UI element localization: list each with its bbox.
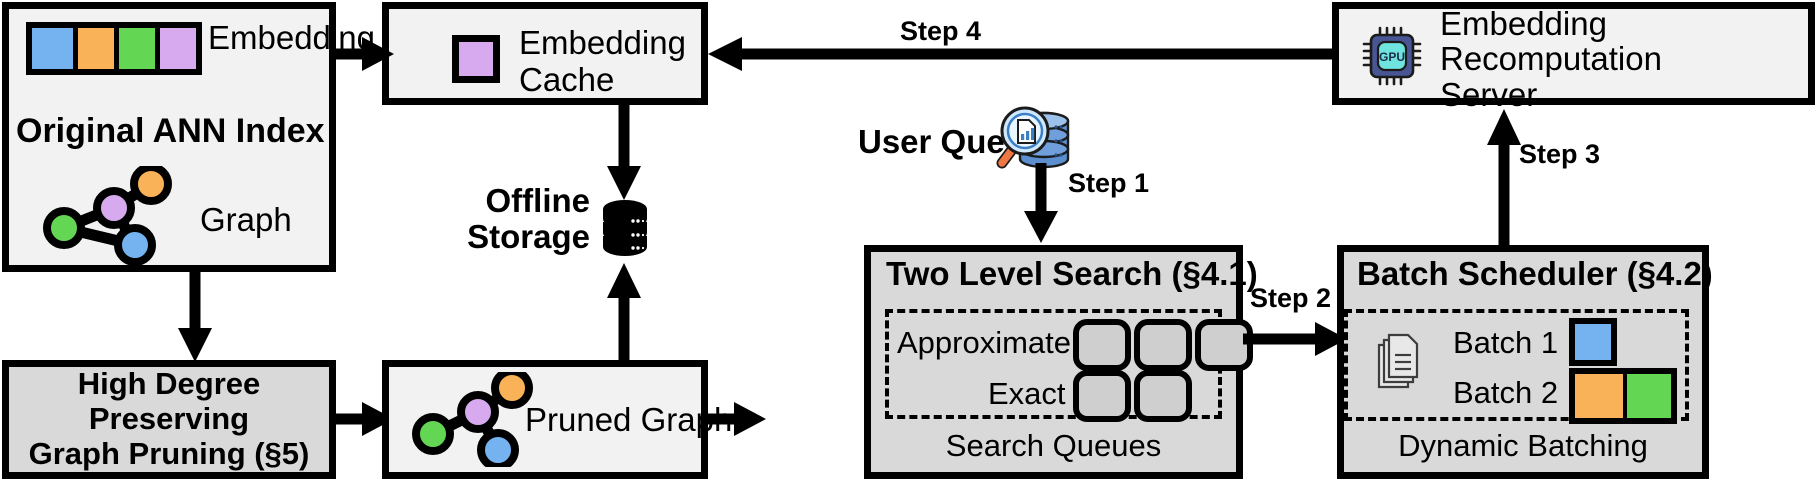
batch-2-swatch-orange: [1575, 374, 1623, 418]
graph-pruning-title: High Degree Preserving Graph Pruning (§5…: [28, 366, 310, 471]
queue-cell: [1195, 319, 1253, 371]
original-graph-icon: [43, 166, 172, 266]
step-2-label: Step 2: [1250, 283, 1332, 313]
approximate-queue-cells: [1073, 319, 1253, 371]
recompute-server-title: Embedding Recomputation Server: [1440, 5, 1662, 113]
arrow-pruning-to-pruned-graph: [334, 402, 394, 436]
embedding-cache-title: Embedding Cache: [519, 24, 686, 98]
gpu-chip-icon: GPU: [1362, 26, 1422, 86]
queue-cell: [1134, 370, 1192, 422]
embedding-cache-swatch-icon: [452, 35, 500, 83]
original-ann-index-title: Original ANN Index: [16, 112, 325, 150]
embedding-cache-box: [382, 2, 708, 105]
batch-2-label: Batch 2: [1453, 375, 1559, 410]
batch-scheduler-title: Batch Scheduler (§4.2): [1357, 255, 1713, 292]
arrow-step1-query-to-search: [1024, 163, 1058, 243]
dynamic-batching-panel: [1344, 309, 1689, 421]
arrow-index-to-cache: [334, 37, 394, 71]
queue-cell: [1073, 319, 1131, 371]
gpu-chip-icon-text: GPU: [1379, 50, 1405, 64]
embedding-swatch-purple: [155, 28, 196, 69]
batch-2-swatches: [1569, 368, 1677, 424]
documents-stack-icon: [1377, 333, 1419, 389]
graph-label: Graph: [200, 201, 292, 238]
batch-1-swatch-blue: [1569, 318, 1617, 366]
arrow-step2-search-to-scheduler: [1243, 322, 1347, 356]
search-queues-caption: Search Queues: [945, 428, 1162, 463]
embedding-swatch-green: [114, 28, 155, 69]
arrow-index-to-pruning: [178, 270, 212, 362]
embedding-swatch-strip: [26, 22, 202, 75]
approximate-queue-label: Approximate: [897, 325, 1072, 360]
pruned-graph-icon: [412, 372, 533, 467]
offline-storage-label: Offline Storage: [467, 182, 590, 256]
arrow-step4-server-to-cache: [708, 37, 1334, 71]
exact-queue-cells: [1073, 370, 1192, 422]
step-1-label: Step 1: [1068, 168, 1150, 198]
arrow-pruned-graph-to-storage: [607, 263, 641, 363]
exact-queue-label: Exact: [988, 376, 1066, 411]
database-cylinder-icon: [603, 200, 647, 256]
pruned-graph-label-visible: Pruned Graph: [525, 401, 733, 438]
two-level-search-title: Two Level Search (§4.1): [886, 255, 1258, 292]
magnifier-database-icon: [996, 106, 1070, 169]
batch-2-swatch-green: [1623, 374, 1671, 418]
dynamic-batching-caption: Dynamic Batching: [1398, 428, 1648, 463]
arrow-pruned-graph-to-search: [706, 402, 766, 436]
arrow-cache-to-storage: [607, 103, 641, 200]
embedding-swatch-orange: [73, 28, 114, 69]
queue-cell: [1073, 370, 1131, 422]
step-4-label: Step 4: [900, 16, 982, 46]
embedding-swatch-blue: [32, 28, 73, 69]
queue-cell: [1134, 319, 1192, 371]
step-3-label: Step 3: [1519, 139, 1601, 169]
arrow-step3-scheduler-to-server: [1487, 109, 1521, 247]
batch-1-label: Batch 1: [1453, 325, 1559, 360]
graph-pruning-box: High Degree Preserving Graph Pruning (§5…: [2, 360, 336, 479]
